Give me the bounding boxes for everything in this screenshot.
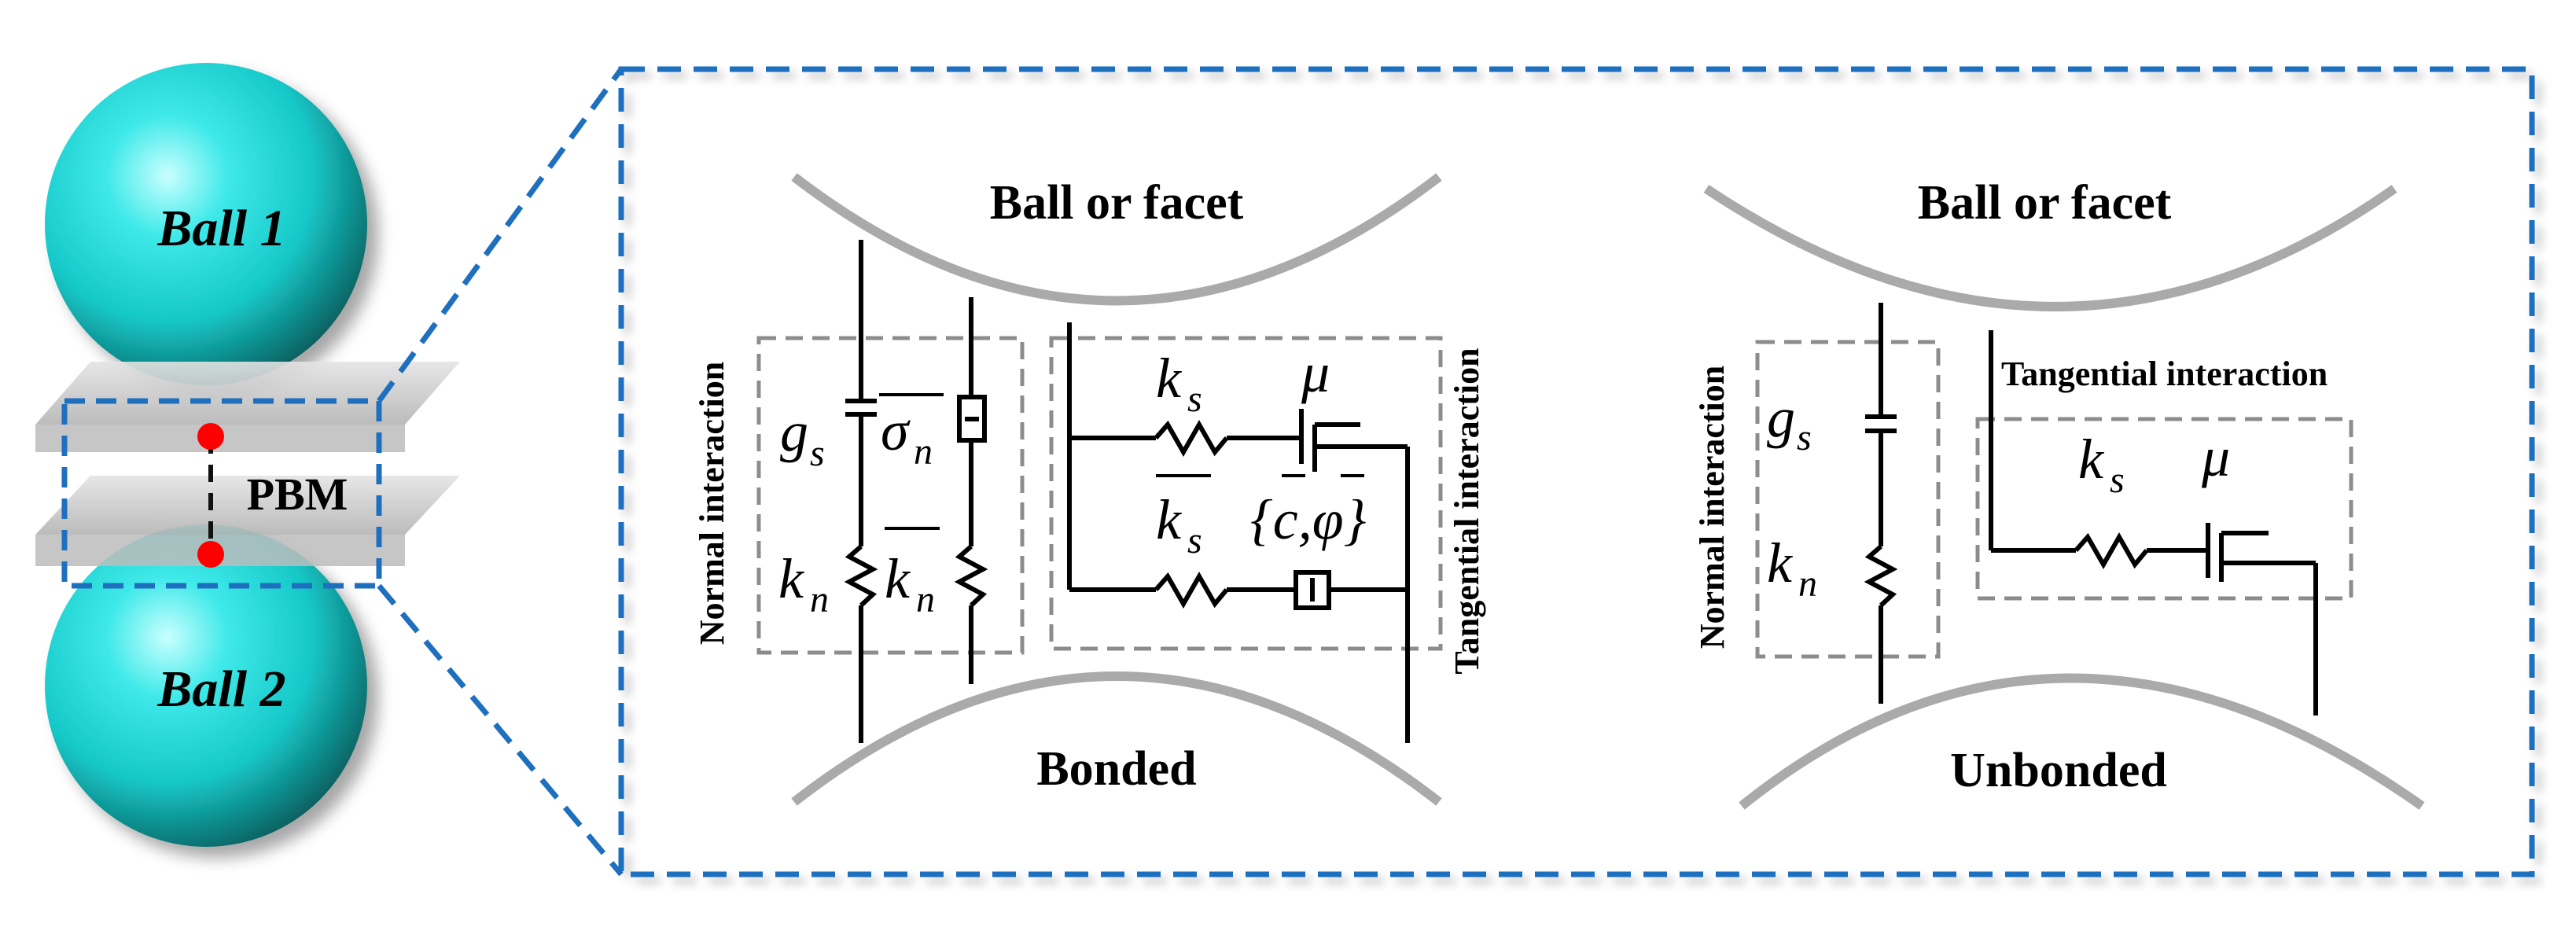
focus-box	[61, 398, 382, 589]
contact-point-top	[197, 423, 224, 450]
bonded-tangential-label: Tangential interaction	[1448, 348, 1486, 674]
unbonded-tangential-box	[1975, 417, 2353, 601]
bonded-mu-symbol: μ	[1301, 341, 1330, 404]
unbonded-normal-circuit	[1864, 303, 1898, 704]
unbonded-normal-label: Normal interaction	[1693, 366, 1731, 649]
zoom-line-bottom	[377, 583, 624, 877]
svg-text:k: k	[1156, 347, 1183, 410]
svg-text:k: k	[1156, 488, 1183, 551]
svg-text:n: n	[914, 431, 933, 473]
bonded-gs-symbol: g s	[780, 400, 825, 474]
unbonded-mu-symbol: μ	[2201, 425, 2230, 488]
bonded-bottom-label: Bonded	[1036, 742, 1196, 796]
svg-text:s: s	[810, 432, 825, 474]
bonded-ks-symbol: k s	[1156, 347, 1202, 420]
bonded-normal-circuit-2	[954, 297, 988, 684]
ball-1-label: Ball 1	[156, 200, 285, 257]
bonded-panel: Ball or facet Bonded	[693, 173, 1486, 806]
svg-text:s: s	[1797, 417, 1812, 458]
svg-text:μ: μ	[1301, 341, 1330, 404]
unbonded-top-surface	[1703, 185, 2398, 311]
unbonded-tangential-circuit	[1989, 330, 2318, 715]
bonded-kn-bar-symbol: k n	[885, 527, 940, 620]
bonded-normal-label: Normal interaction	[693, 362, 731, 645]
bonded-kn-symbol: k n	[778, 547, 829, 620]
zoom-line-top	[377, 67, 624, 403]
unbonded-normal-box	[1755, 340, 1941, 659]
ball-2-label: Ball 2	[156, 660, 285, 718]
svg-text:s: s	[1187, 378, 1202, 420]
pbm-label: PBM	[247, 469, 348, 520]
unbonded-bottom-label: Unbonded	[1950, 744, 2167, 797]
svg-text:σ: σ	[881, 399, 911, 462]
bonded-tangential-box	[1049, 336, 1443, 651]
bonded-top-surface	[791, 173, 1442, 306]
ball-pair-illustration: Ball 1 Ball 2 PBM	[35, 63, 460, 847]
svg-text:g: g	[1767, 386, 1795, 449]
svg-text:n: n	[1798, 563, 1817, 605]
bonded-cohesion-friction-symbol: {c,φ}	[1250, 474, 1367, 551]
bonded-tangential-circuit	[1067, 322, 1410, 743]
bonded-normal-circuit	[844, 240, 878, 743]
ball-2-sphere	[45, 524, 367, 847]
unbonded-bottom-surface	[1739, 673, 2425, 810]
bonded-normal-box	[756, 336, 1025, 655]
bond-plate-bottom	[35, 476, 460, 535]
svg-text:k: k	[885, 547, 911, 610]
unbonded-tangential-label: Tangential interaction	[2001, 355, 2328, 393]
ball-1-sphere	[45, 63, 367, 385]
svg-text:s: s	[2110, 459, 2125, 501]
svg-text:{c,φ}: {c,φ}	[1250, 488, 1367, 551]
svg-text:k: k	[2078, 428, 2105, 491]
unbonded-gs-symbol: g s	[1767, 386, 1812, 458]
bonded-ks-bar-symbol: k s	[1156, 474, 1211, 561]
unbonded-kn-symbol: k n	[1767, 532, 1817, 605]
unbonded-top-label: Ball or facet	[1918, 176, 2172, 230]
unbonded-ks-symbol: k s	[2078, 428, 2125, 501]
bonded-top-label: Ball or facet	[990, 176, 1244, 230]
svg-text:k: k	[1767, 532, 1794, 594]
detail-frame	[618, 66, 2535, 877]
svg-text:n: n	[916, 579, 935, 620]
bonded-sigma-bar-symbol: σ n	[879, 393, 944, 473]
svg-text:k: k	[778, 547, 805, 610]
svg-text:s: s	[1187, 520, 1202, 561]
bond-plate-top	[35, 362, 460, 425]
bonded-bottom-surface	[791, 671, 1442, 806]
contact-point-bottom	[197, 541, 224, 568]
svg-text:n: n	[810, 579, 829, 620]
svg-text:g: g	[780, 400, 808, 463]
svg-text:μ: μ	[2201, 425, 2230, 488]
unbonded-panel: Ball or facet Unbonded g s	[1693, 176, 2425, 810]
